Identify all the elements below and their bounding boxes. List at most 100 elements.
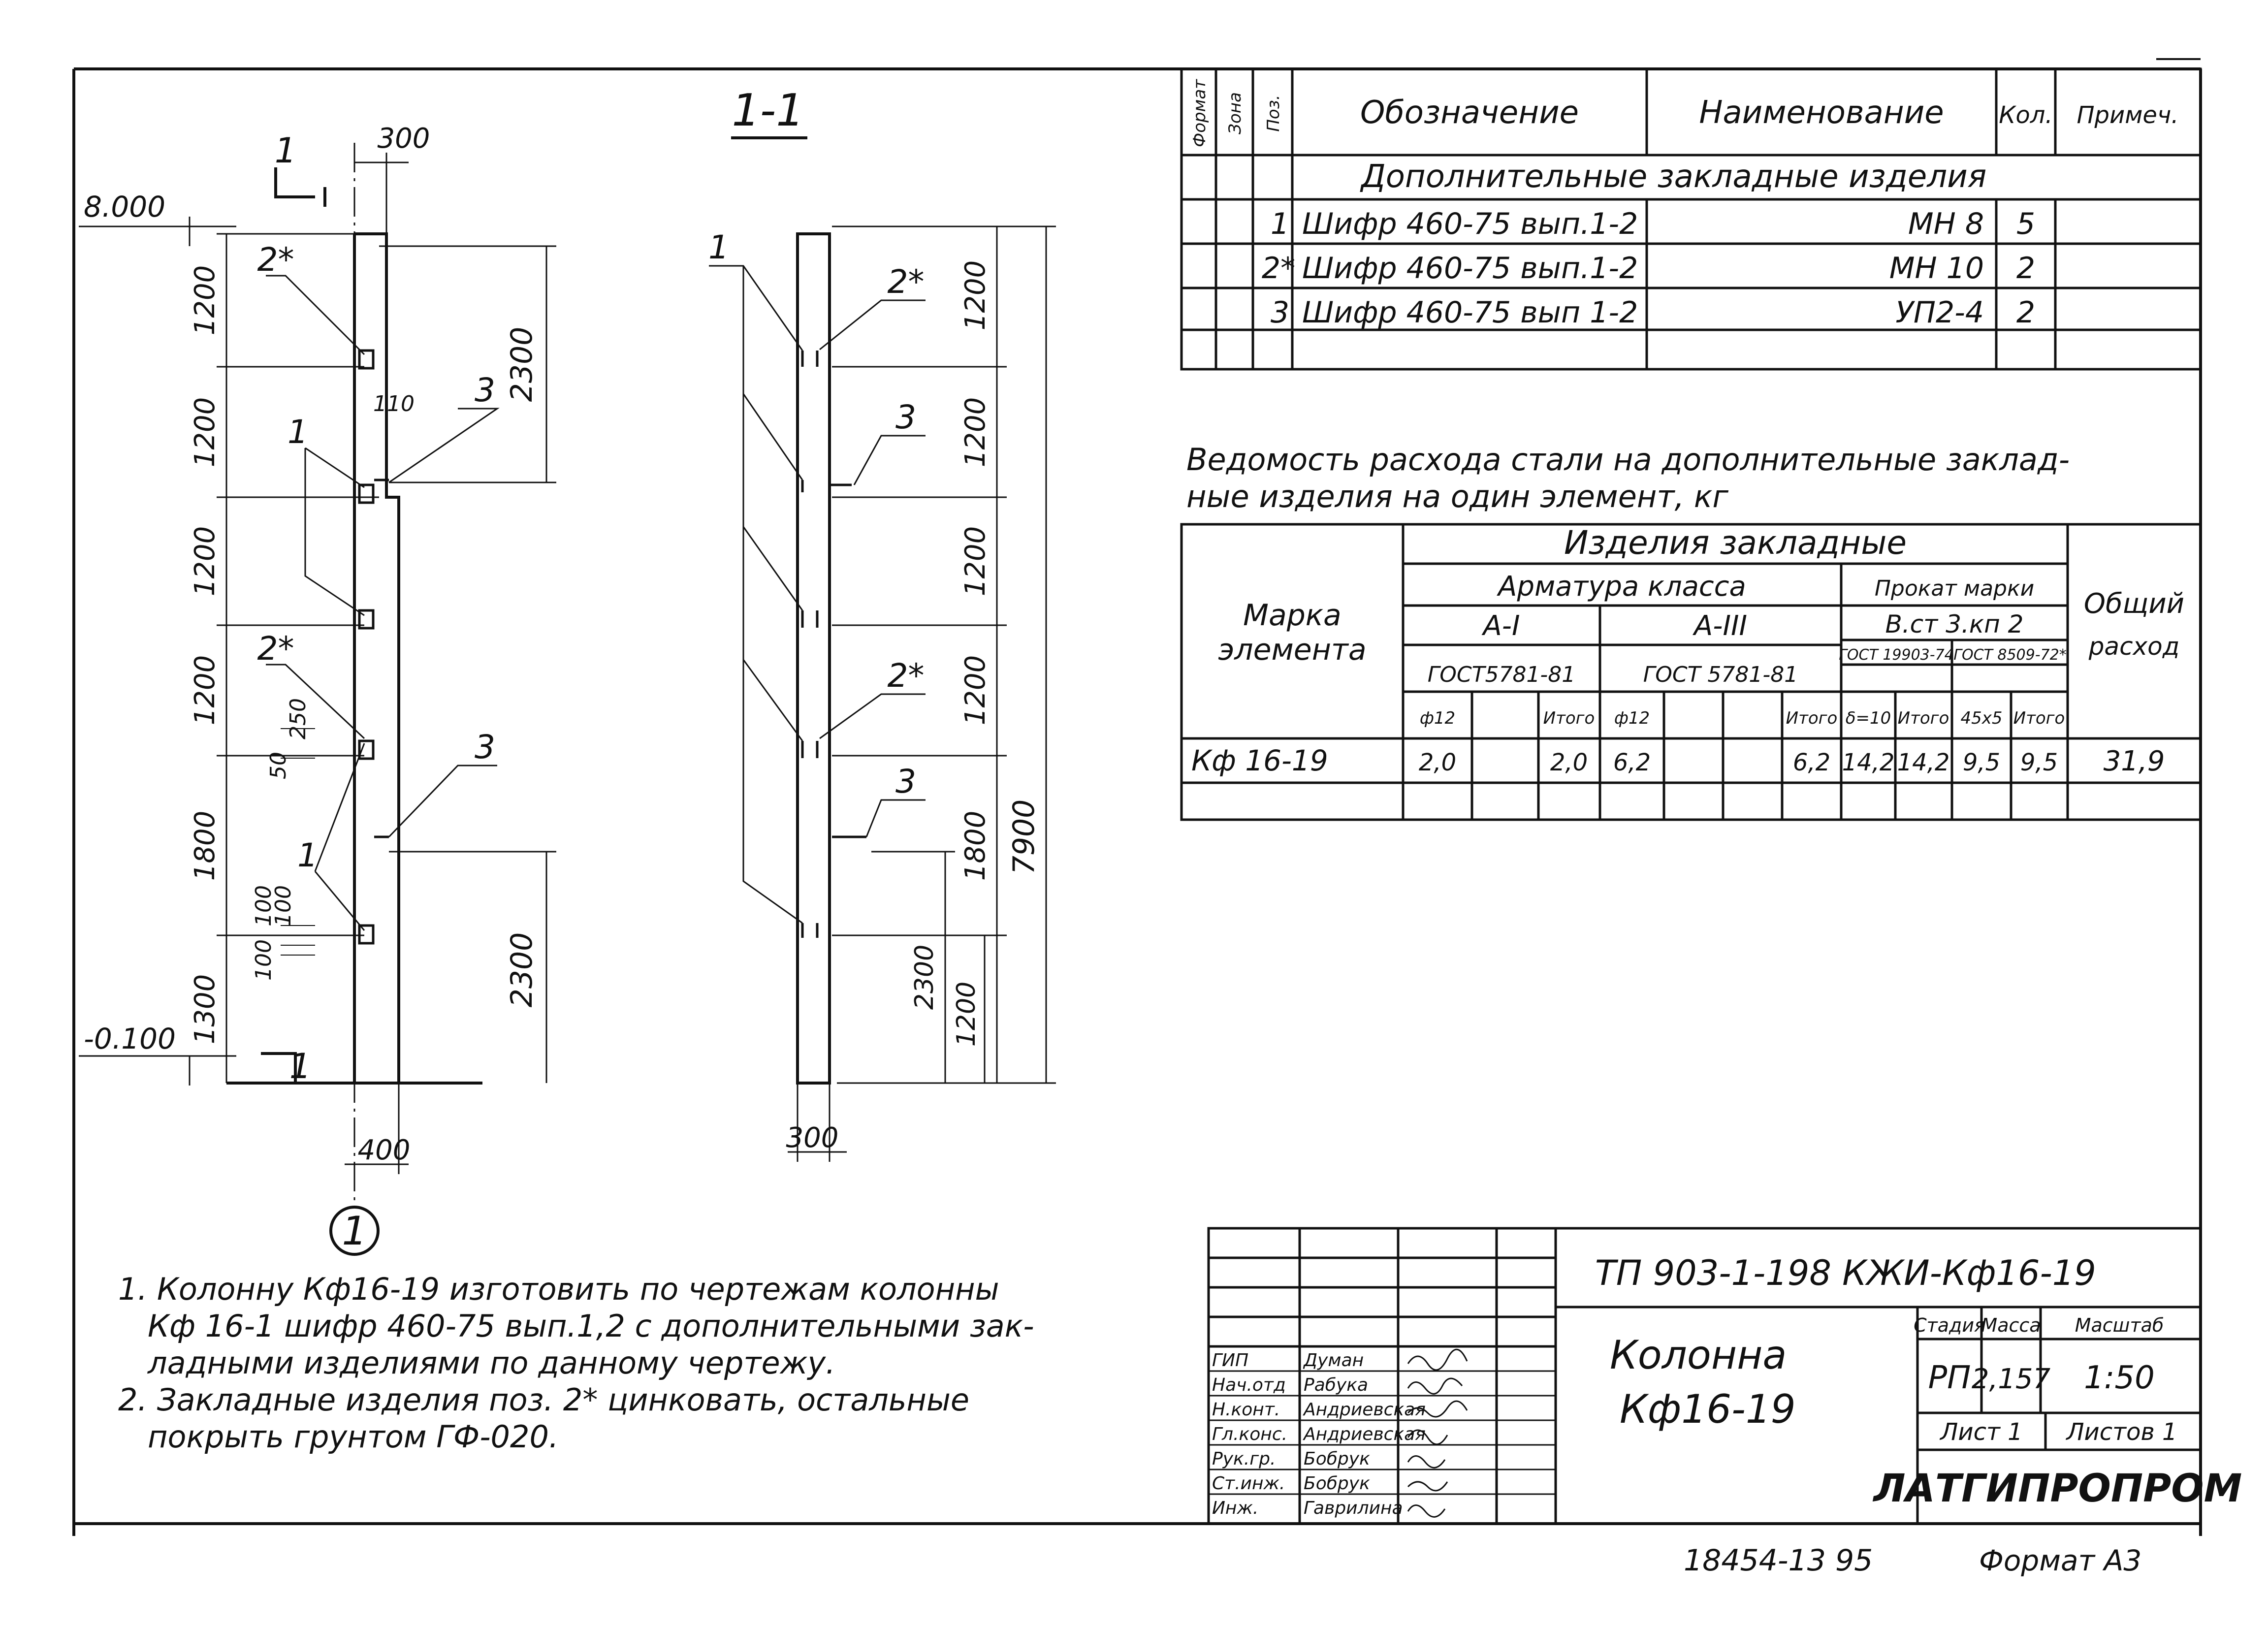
title-org: ЛАТГИПРОПРОМ xyxy=(1873,1467,2242,1511)
spec-row-3-pos: 3 xyxy=(1271,295,1289,330)
signatures xyxy=(1407,1348,1468,1518)
steel-sub-9: Итого xyxy=(1898,708,1949,728)
steel-val-7: 6,2 xyxy=(1793,749,1830,776)
notes: 1. Колонну Кф16-19 изготовить по чертежа… xyxy=(118,1271,1034,1455)
steel-val-9: 14,2 xyxy=(1897,749,1950,776)
staff-name-1: Думан xyxy=(1303,1350,1364,1371)
dim-left-6: 1300 xyxy=(189,974,221,1045)
dim-left-1: 1200 xyxy=(189,265,221,336)
steel-gost-a3: ГОСТ 5781-81 xyxy=(1643,662,1798,687)
spec-row-2-name: МН 10 xyxy=(1889,251,1984,286)
staff-role-4: Гл.конс. xyxy=(1212,1424,1287,1444)
steel-sub-7: Итого xyxy=(1786,708,1838,728)
spec-row-1-qty: 5 xyxy=(2016,207,2035,241)
spec-row-2-qty: 2 xyxy=(2016,251,2035,286)
title-sheet: Лист 1 xyxy=(1939,1418,2022,1446)
leader-left-2star-a: 2* xyxy=(257,241,294,279)
section-dim-total: 7900 xyxy=(1007,799,1041,875)
footer-format: Формат А3 xyxy=(1979,1544,2141,1577)
axis-label: 1 xyxy=(342,1208,367,1254)
dim-right-top: 2300 xyxy=(505,327,539,402)
title-block: ТП 903-1-198 КЖИ-Кф16-19 Колонна Кф16-19… xyxy=(1207,1227,2242,1525)
width-bottom-label: 400 xyxy=(358,1134,411,1166)
title-name-1: Колонна xyxy=(1610,1332,1787,1378)
title-scale: 1:50 xyxy=(2084,1360,2155,1396)
section-dim-2: 1200 xyxy=(959,397,991,468)
dim-left-4: 1200 xyxy=(189,655,221,726)
cut-mark-top: 1 xyxy=(275,130,297,171)
steel-sub-10: 45х5 xyxy=(1960,708,2002,728)
steel-gost-a1: ГОСТ5781-81 xyxy=(1428,662,1576,687)
dim-left-2: 1200 xyxy=(189,397,221,468)
steel-rolled-header: Прокат марки xyxy=(1875,576,2034,601)
steel-total-header-2: расход xyxy=(2088,632,2180,661)
dim-left-3: 1200 xyxy=(189,526,221,597)
leader-left-1-b: 1 xyxy=(297,836,318,874)
staff-name-6: Бобрук xyxy=(1304,1473,1370,1494)
section-dim-bottom-2300: 2300 xyxy=(910,945,939,1010)
elevation-top: 8.000 xyxy=(84,190,165,224)
staff-role-6: Ст.инж. xyxy=(1212,1473,1285,1494)
title-mass-header: Масса xyxy=(1981,1314,2041,1336)
small-dim-250: 250 xyxy=(286,698,311,739)
leader-section-2star-a: 2* xyxy=(888,263,925,301)
spec-header-pos: Поз. xyxy=(1264,95,1283,131)
leader-left-2star-b: 2* xyxy=(257,630,294,668)
spec-row-3-designation: Шифр 460-75 вып 1-2 xyxy=(1302,295,1638,330)
dim-left-5: 1800 xyxy=(189,811,221,881)
footer-inventory: 18454-13 95 xyxy=(1684,1543,1873,1578)
title-code: ТП 903-1-198 КЖИ-Кф16-19 xyxy=(1595,1253,2096,1293)
spec-header-format: Формат xyxy=(1190,79,1210,147)
steel-total-header-1: Общий xyxy=(2084,588,2184,620)
staff-role-3: Н.конт. xyxy=(1212,1400,1280,1420)
note-line-5: покрыть грунтом ГФ-020. xyxy=(148,1419,559,1455)
leader-section-2star-b: 2* xyxy=(888,657,925,695)
section-dim-3: 1200 xyxy=(959,526,991,597)
section-dim-bottom-1200: 1200 xyxy=(952,982,981,1047)
steel-class-a3: А-III xyxy=(1693,610,1747,642)
section-width-label: 300 xyxy=(786,1122,839,1154)
steel-sub-4: ф12 xyxy=(1614,708,1650,728)
spec-header-name: Наименование xyxy=(1699,95,1944,131)
spec-row-1-designation: Шифр 460-75 вып.1-2 xyxy=(1302,207,1638,241)
steel-val-4: 6,2 xyxy=(1613,749,1651,776)
leader-left-3-a: 3 xyxy=(475,371,495,409)
note-line-1: 1. Колонну Кф16-19 изготовить по чертежа… xyxy=(118,1271,999,1307)
title-sheets: Листов 1 xyxy=(2065,1418,2177,1446)
steel-sub-3: Итого xyxy=(1543,708,1595,728)
steel-sub-8: δ=10 xyxy=(1846,708,1891,728)
leader-section-3-b: 3 xyxy=(895,763,916,800)
spec-header-designation: Обозначение xyxy=(1360,95,1579,131)
steel-gost-r1: ГОСТ 19903-74 xyxy=(1839,646,1954,664)
section-label: 1-1 xyxy=(732,85,804,136)
spec-header-note: Примеч. xyxy=(2076,101,2178,129)
steel-sub-1: ф12 xyxy=(1420,708,1455,728)
staff-role-5: Рук.гр. xyxy=(1212,1449,1276,1469)
steel-val-8: 14,2 xyxy=(1842,749,1895,776)
small-dim-50: 50 xyxy=(266,752,291,779)
spec-header-qty: Кол. xyxy=(1999,101,2052,129)
elevation-bottom: -0.100 xyxy=(84,1022,176,1055)
steel-rolled-grade: В.ст 3.кп 2 xyxy=(1885,610,2023,639)
note-line-3: ладными изделиями по данному чертежу. xyxy=(147,1345,835,1381)
staff-name-4: Андриевская xyxy=(1303,1424,1426,1444)
steel-rebar-header: Арматура класса xyxy=(1497,571,1746,603)
small-dim-100-b: 100 xyxy=(271,885,296,926)
steel-row-mark: Кф 16-19 xyxy=(1191,744,1328,777)
steel-title-line-1: Ведомость расхода стали на дополнительны… xyxy=(1186,442,2070,478)
staff-name-3: Андриевская xyxy=(1303,1400,1426,1420)
width-top-label: 300 xyxy=(378,123,430,155)
steel-val-1: 2,0 xyxy=(1419,749,1456,776)
steel-items-header: Изделия закладные xyxy=(1564,524,1907,562)
small-dim-100-a: 100 xyxy=(251,885,276,926)
steel-gost-r2: ГОСТ 8509-72* xyxy=(1953,646,2066,664)
column-elevation: 1 300 400 1 1 8.000 -0.100 xyxy=(79,123,556,1256)
spec-row-1-pos: 1 xyxy=(1271,207,1289,241)
small-dim-110: 110 xyxy=(373,391,415,416)
leader-left-1-a: 1 xyxy=(287,413,308,451)
steel-val-3: 2,0 xyxy=(1550,749,1588,776)
section-dim-5: 1800 xyxy=(959,811,991,881)
steel-mark-header-2: элемента xyxy=(1218,633,1366,667)
spec-row-3-name: УП2-4 xyxy=(1895,295,1984,330)
section-dim-4: 1200 xyxy=(959,655,991,726)
